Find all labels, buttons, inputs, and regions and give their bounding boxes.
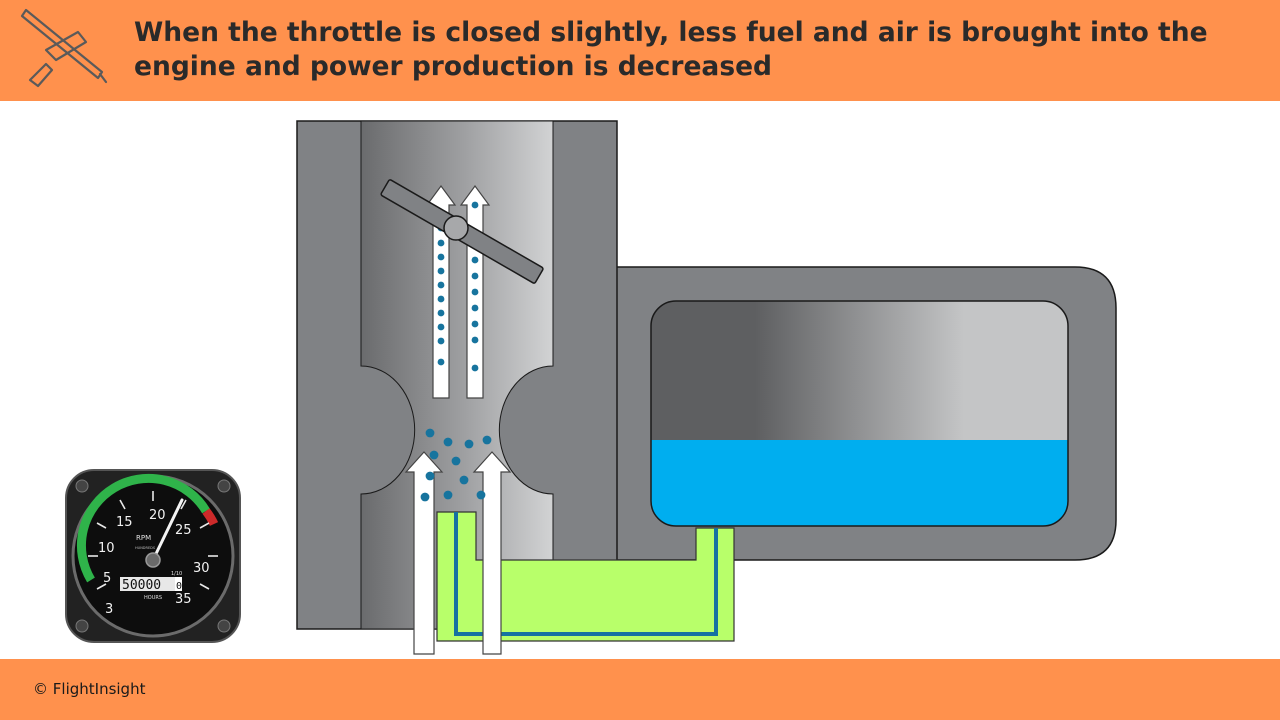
scale-label-15: 15	[116, 515, 133, 530]
fuel-level	[651, 440, 1068, 526]
scale-label-5: 5	[103, 571, 111, 586]
fuel-line	[454, 512, 718, 636]
fuel-droplets-venturi	[420, 428, 492, 502]
rpm-label: RPM	[136, 534, 151, 542]
fuel-passage	[436, 511, 735, 642]
copyright-text: © FlightInsight	[33, 680, 146, 698]
hundreds-label: HUNDREDS	[135, 546, 156, 550]
intake-air-arrow-left	[404, 451, 444, 655]
airplane-outline-icon	[20, 8, 108, 88]
throttle-valve	[380, 179, 544, 284]
throttle-shaft	[443, 215, 469, 241]
scale-label-10: 10	[98, 541, 115, 556]
slide-title: When the throttle is closed slightly, le…	[134, 17, 1208, 82]
tachometer-gauge: 3 5 10 15 20 25 30 35 RPM HUNDREDS 50000…	[65, 469, 241, 643]
scale-label-20: 20	[149, 508, 166, 523]
scale-label-25: 25	[175, 523, 192, 538]
tachometer-needle	[151, 498, 184, 562]
scale-label-35: 35	[175, 592, 192, 607]
hour-meter-tenths: 0	[176, 581, 182, 592]
footer-bar	[0, 659, 1280, 720]
intake-air-arrow-right	[472, 451, 512, 655]
tenths-marker: 1/10	[171, 571, 182, 577]
scale-label-3: 3	[105, 602, 113, 617]
hours-label: HOURS	[144, 595, 162, 601]
scale-label-30: 30	[193, 561, 210, 576]
hour-meter: 50000	[122, 578, 161, 593]
fuel-bowl	[651, 301, 1068, 526]
header-bar: When the throttle is closed slightly, le…	[0, 0, 1280, 101]
needle-hub	[145, 552, 161, 568]
